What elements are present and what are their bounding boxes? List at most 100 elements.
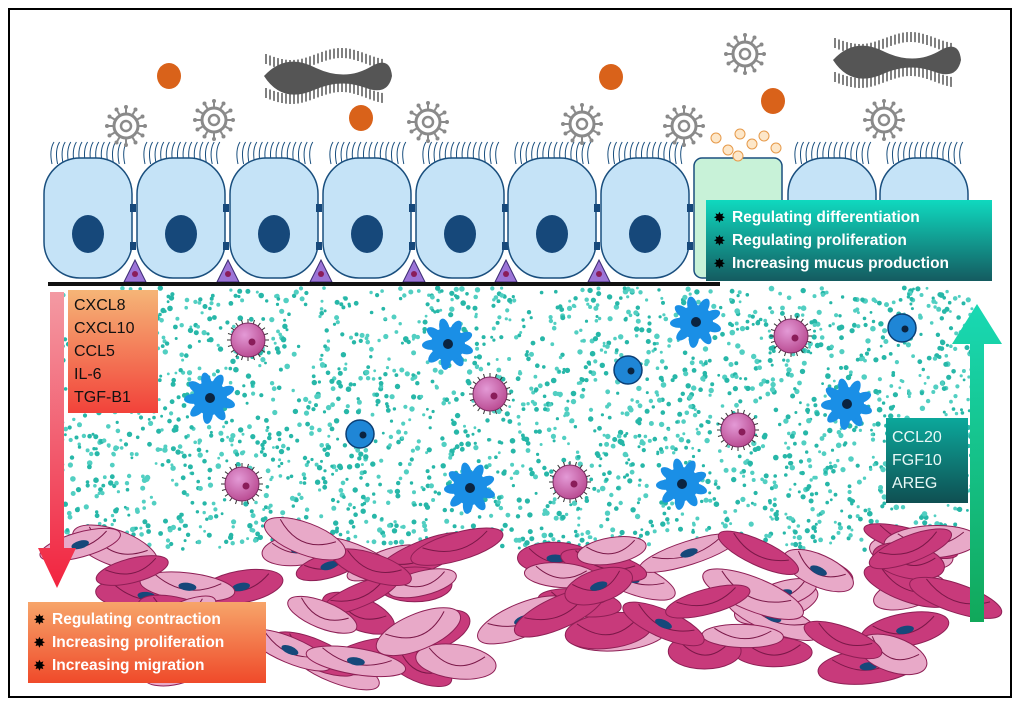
smooth-muscle-cell [803,620,883,660]
mucus-granule [734,128,746,140]
smooth-muscle-cell [665,584,751,619]
dendritic-cell [444,462,495,514]
smooth-muscle-cell [868,528,952,570]
tight-junction [502,204,508,212]
dendritic-cell [821,378,872,430]
smooth-muscle-cell [701,623,784,649]
smooth-muscle-cell [576,536,647,566]
epithelial-derived-mediators: CXCL8 CXCL10 CCL5 IL-6 TGF-B1 [68,290,158,413]
smooth-muscle-derived-mediators: CCL20 FGF10 AREG [886,418,968,503]
tight-junction [409,242,415,250]
muscle-nucleus [896,625,914,635]
tight-junction [687,204,693,212]
allergen-particle [349,105,373,131]
dendritic-cell [422,318,473,370]
smooth-muscle-cell [783,548,854,593]
muscle-nucleus [320,561,338,571]
tight-junction [130,242,136,250]
virus-particle [724,33,766,75]
mediator-label: TGF-B1 [74,389,131,406]
figure-frame: CXCL8 CXCL10 CCL5 IL-6 TGF-B1 CCL20 FGF1… [8,8,1012,698]
muscle-nucleus [590,581,608,591]
cell-nucleus [165,215,197,253]
smooth-muscle-cell [702,568,804,620]
virus-particle [863,99,905,141]
down-arrow [38,292,76,588]
tight-junction [502,242,508,250]
up-arrow [952,304,1002,622]
dendritic-cell [656,458,707,510]
muscle-nucleus [71,540,89,550]
cell-nucleus [536,215,568,253]
epithelial-effects-box: ✸ Regulating differentiation ✸ Regulating … [706,200,992,281]
tight-junction [130,204,136,212]
cell-nucleus [351,215,383,253]
virus-particle [407,101,449,143]
virus-particle [193,99,235,141]
airway-diagram [38,32,1003,691]
allergen-particle [761,88,785,114]
smooth-muscle-effects-box: ✸Regulating contraction ✸Increasing prol… [28,602,266,683]
bacterium [264,48,392,104]
mucus-granule [770,142,782,154]
muscle-nucleus [178,582,197,591]
muscle-nucleus [680,548,698,558]
mast-cell [717,409,759,451]
ciliated-epithelial-cell [494,141,600,283]
effect-label: Increasing proliferation [52,634,225,651]
muscle-nucleus [546,554,565,563]
smooth-muscle-cell [410,527,504,566]
smooth-muscle-cell [717,530,799,575]
muscle-nucleus [281,645,299,656]
ciliated-epithelial-cell [43,141,136,279]
mediator-label: IL-6 [74,366,102,383]
smooth-muscle-cell [95,555,169,586]
tight-junction [594,204,600,212]
effect-label: Regulating proliferation [732,232,907,249]
mast-cell [221,463,263,505]
virus-particle [105,105,147,147]
burst-bullet-icon: ✸ [714,233,725,248]
allergen-particle [157,63,181,89]
muscle-nucleus [346,657,365,666]
mast-cell [469,373,511,415]
mediator-label: FGF10 [892,452,942,469]
lymphocyte [613,355,643,385]
tight-junction [316,242,322,250]
smooth-muscle-cell [263,517,347,561]
tight-junction [223,204,229,212]
muscle-nucleus [232,582,250,592]
smooth-muscle-cell [564,566,633,606]
mucus-granule [732,150,744,162]
lymphocyte [345,419,375,449]
smooth-muscle-cell [287,595,358,634]
dendritic-cell [670,296,721,348]
effect-label: Regulating differentiation [732,209,920,226]
cell-nucleus [72,215,104,253]
immune-cells-layer [184,296,917,514]
ciliated-epithelial-cell [309,141,415,283]
epithelium-layer [43,128,969,283]
bacterium [833,32,961,88]
mucus-granule [722,144,734,156]
effect-label: Increasing mucus production [732,255,950,272]
allergen-particle [599,64,623,90]
tight-junction [316,204,322,212]
virus-particle [561,103,603,145]
cell-nucleus [258,215,290,253]
burst-bullet-icon: ✸ [34,612,45,627]
mast-cell [227,319,269,361]
tight-junction [687,242,693,250]
mediator-label: CXCL8 [74,297,126,314]
smooth-muscle-cell [375,607,462,657]
tight-junction [594,242,600,250]
burst-bullet-icon: ✸ [34,658,45,673]
smooth-muscle-cell [638,532,740,573]
tight-junction [409,204,415,212]
ciliated-epithelial-cell [123,141,229,283]
burst-bullet-icon: ✸ [714,210,725,225]
cell-nucleus [444,215,476,253]
lymphocyte [887,313,917,343]
ciliated-epithelial-cell [402,141,508,283]
pathogens-layer [105,32,961,147]
